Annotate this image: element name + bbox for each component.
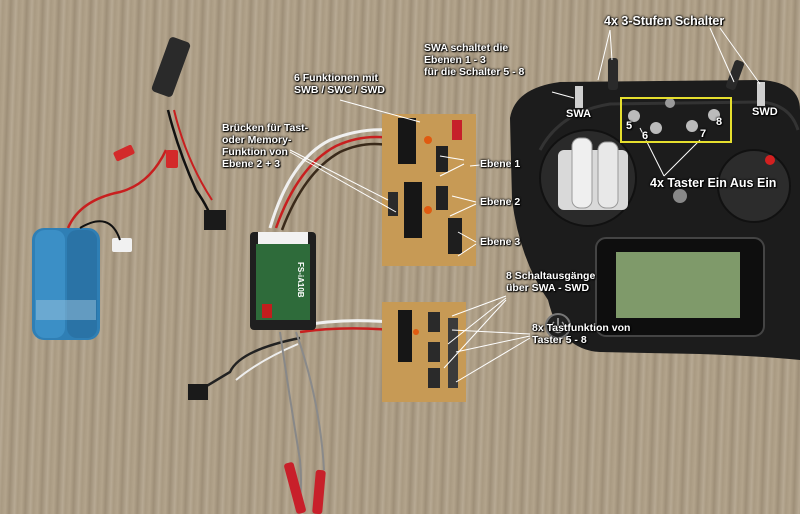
switch-swb (608, 58, 618, 90)
switch-swd (757, 82, 765, 106)
label-push-buttons: 4x Taster Ein Aus Ein (650, 176, 777, 190)
button-top-knob (665, 98, 675, 108)
left-stick (571, 137, 593, 209)
servo-connector (188, 384, 208, 400)
red-connector-1 (113, 144, 135, 162)
label-outputs: 8 Schaltausgänge über SWA - SWD (506, 270, 595, 294)
label-swa-layers-line: Ebenen 1 - 3 (424, 54, 486, 66)
battery-black-wire (79, 220, 121, 241)
label-swa: SWA (566, 108, 592, 120)
receiver-model-text: FS-iA10B (296, 262, 305, 298)
battery-pack (32, 228, 132, 340)
right-gimbal (717, 149, 791, 223)
button-6-knob (650, 122, 662, 134)
label-bridges-line: oder Memory- (222, 134, 292, 146)
switch-swa (575, 86, 583, 108)
label-bridges-line: Brücken für Tast- (222, 122, 309, 134)
led-indicator (765, 155, 775, 165)
grey-test-lead-1 (279, 331, 302, 501)
button-7-knob (686, 120, 698, 132)
receiver (250, 232, 316, 330)
cable-red (274, 135, 391, 229)
label-bridges: Brücken für Tast- oder Memory- Funktion … (222, 122, 308, 170)
label-swa-layers-line: SWA schaltet die (424, 42, 509, 54)
power-icon (551, 318, 565, 334)
transmitter-screen (616, 252, 740, 318)
label-swa-layers: SWA schaltet die Ebenen 1 - 3 für die Sc… (424, 42, 524, 78)
label-button-6: 6 (642, 130, 649, 142)
label-outputs-line: 8 Schaltausgänge (506, 270, 596, 282)
servo-lead-white (235, 343, 299, 381)
label-three-way-switches: 4x 3-Stufen Schalter (604, 14, 725, 28)
red-connector-2 (166, 150, 178, 168)
button-highlight-box (620, 97, 732, 143)
label-tast-function-line: Taster 5 - 8 (532, 334, 587, 346)
switch-swc (726, 60, 744, 90)
label-ebene-3: Ebene 3 (480, 236, 521, 248)
perfboard-2 (382, 302, 466, 402)
transmitter-rim (538, 100, 800, 151)
label-tast-function-line: 8x Tastfunktion von (532, 322, 631, 334)
cable-brown (280, 142, 393, 231)
label-button-7: 7 (700, 128, 707, 140)
label-button-8: 8 (716, 116, 723, 128)
trim-knob (673, 189, 687, 203)
red-probe-2 (312, 469, 326, 514)
perfboard-1 (382, 114, 476, 266)
label-six-functions: 6 Funktionen mit SWB / SWC / SWD (294, 72, 385, 96)
left-stick-cover (597, 141, 619, 209)
label-ebene-2: Ebene 2 (480, 196, 521, 208)
label-bridges-line: Ebene 2 + 3 (222, 158, 281, 170)
label-swd: SWD (752, 106, 778, 118)
button-8-knob (708, 109, 720, 121)
label-bridges-line: Funktion von (222, 146, 288, 158)
label-tast-function: 8x Tastfunktion von Taster 5 - 8 (532, 322, 630, 346)
label-six-functions-line: SWB / SWC / SWD (294, 84, 385, 96)
receiver-to-board1-cables (268, 128, 389, 229)
small-module (151, 37, 191, 97)
pointer-lines (289, 27, 761, 383)
red-probe-1 (284, 462, 306, 514)
button-5-knob (628, 110, 640, 122)
grey-test-lead-2 (295, 331, 325, 471)
label-six-functions-line: 6 Funktionen mit (294, 72, 378, 84)
switch-harness-red (173, 109, 213, 201)
label-swa-layers-line: für die Schalter 5 - 8 (424, 66, 525, 78)
label-outputs-line: über SWA - SWD (506, 282, 590, 294)
label-button-5: 5 (626, 120, 633, 132)
label-ebene-1: Ebene 1 (480, 158, 521, 170)
toggle-switch (204, 210, 226, 230)
battery-red-wire (66, 149, 168, 229)
